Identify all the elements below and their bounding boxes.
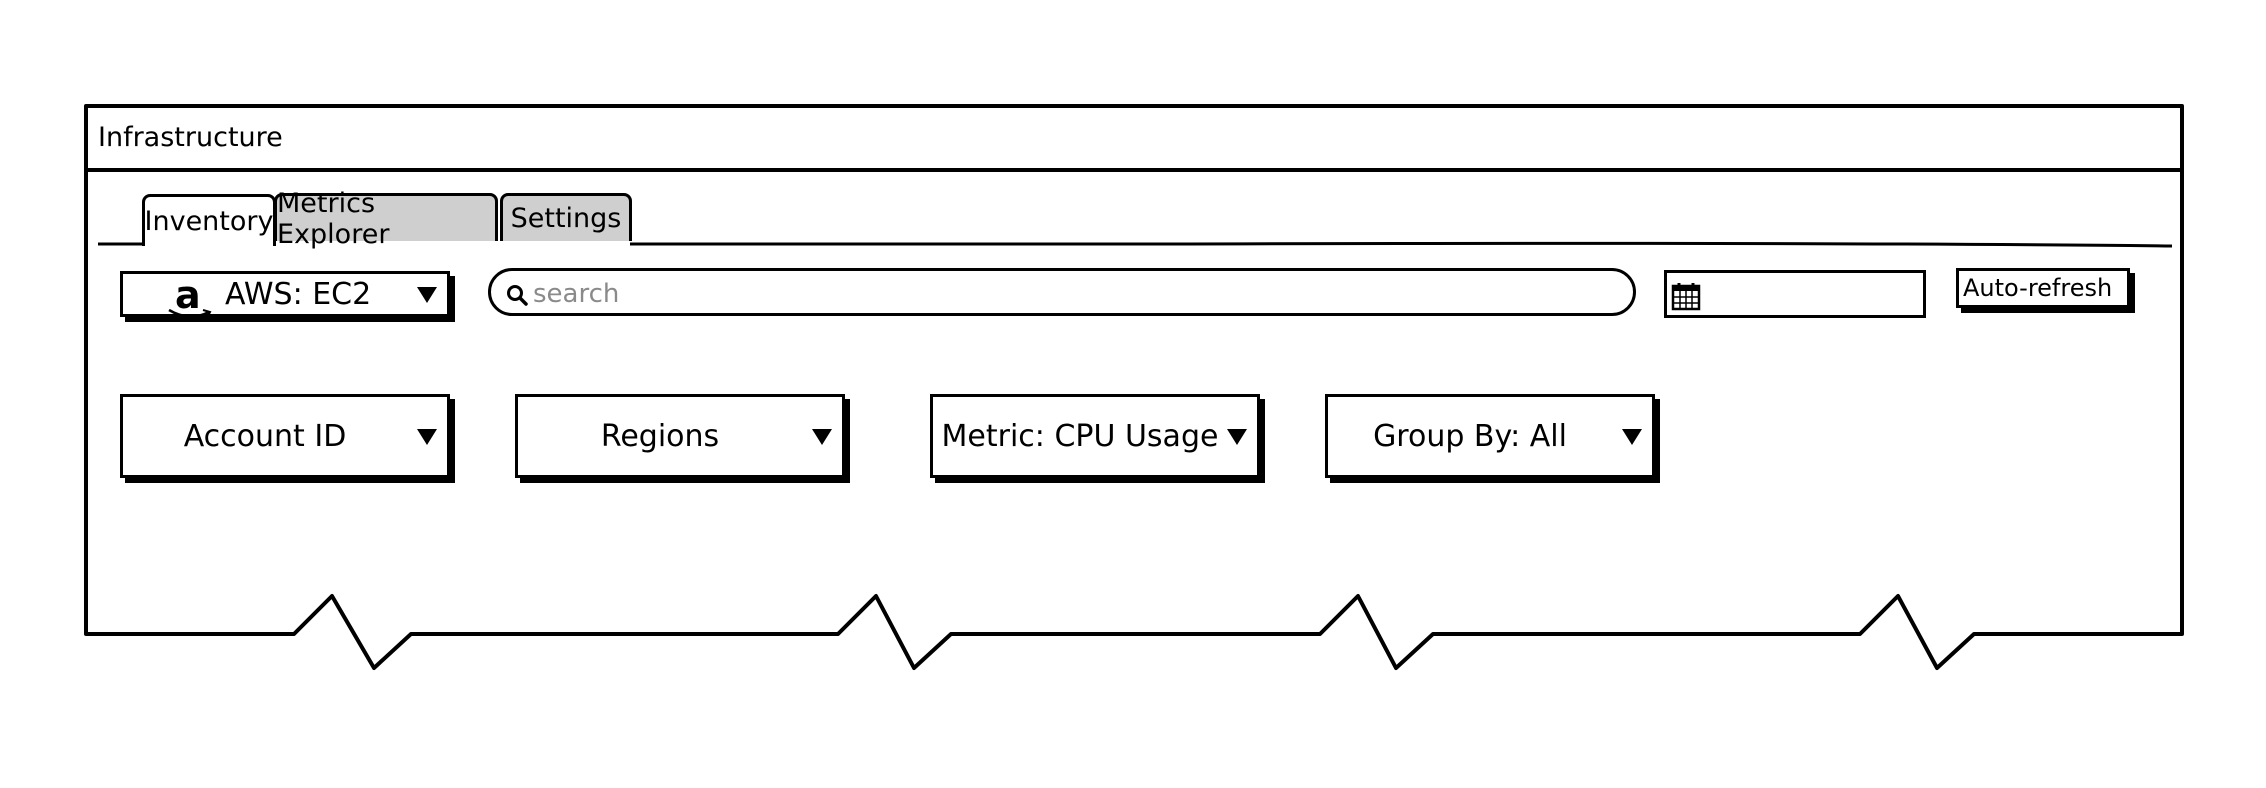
window-border: [84, 104, 2184, 670]
tab-strip-baseline: [98, 241, 2173, 248]
account-id-dropdown[interactable]: Account ID: [120, 394, 450, 478]
source-select-value: AWS: EC2: [225, 276, 372, 312]
date-picker[interactable]: [1664, 270, 1926, 318]
dropdown-label: Metric: CPU Usage: [941, 418, 1219, 454]
tab-label: Inventory: [144, 206, 274, 237]
regions-dropdown[interactable]: Regions: [515, 394, 845, 478]
metric-dropdown[interactable]: Metric: CPU Usage: [930, 394, 1260, 478]
tab-settings[interactable]: Settings: [500, 193, 632, 241]
search-icon: [507, 285, 528, 306]
chevron-down-icon: [812, 429, 832, 445]
search-input[interactable]: [531, 277, 1615, 311]
chevron-down-icon: [1622, 429, 1642, 445]
chevron-down-icon: [1227, 429, 1247, 445]
tab-inventory[interactable]: Inventory: [142, 194, 276, 246]
amazon-logo-icon: a: [168, 273, 212, 319]
group-by-dropdown[interactable]: Group By: All: [1325, 394, 1655, 478]
chevron-down-icon: [417, 287, 437, 303]
dropdown-label: Regions: [600, 418, 720, 454]
source-select[interactable]: a AWS: EC2: [120, 271, 450, 319]
svg-text:a: a: [175, 273, 201, 317]
window-title: Infrastructure: [98, 122, 283, 153]
dropdown-label: Group By: All: [1373, 418, 1567, 454]
chevron-down-icon: [417, 429, 437, 445]
tab-label: Metrics Explorer: [277, 187, 390, 250]
calendar-icon: [1671, 283, 1701, 311]
search-box[interactable]: [488, 268, 1636, 316]
auto-refresh-button[interactable]: Auto-refresh: [1956, 268, 2130, 308]
auto-refresh-label: Auto-refresh: [1963, 274, 2113, 302]
dropdown-label: Account ID: [183, 418, 347, 454]
tab-label: Settings: [510, 203, 622, 234]
tab-metrics-explorer[interactable]: Metrics Explorer: [274, 188, 498, 250]
